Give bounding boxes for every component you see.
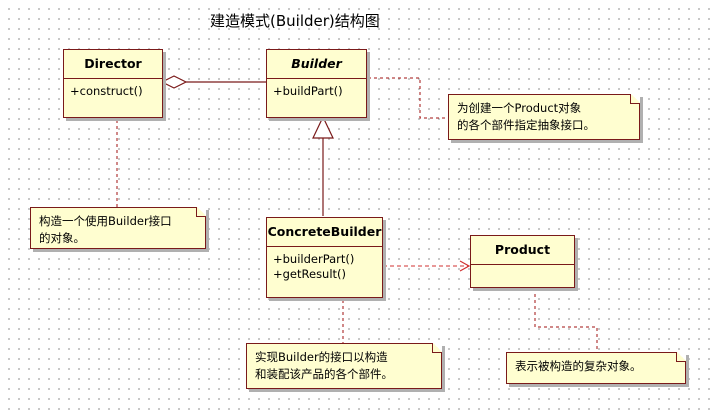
class-name: Product [471,236,574,265]
operation: +buildPart() [273,84,343,98]
note-text-line: 实现Builder的接口以构造 [255,350,388,364]
generalization-arrowhead [312,115,334,139]
dependency-arrowhead [459,260,471,272]
note-concrete-builder[interactable]: 实现Builder的接口以构造 和装配该产品的各个部件。 [246,343,442,389]
note-link-builder [368,77,448,119]
note-text-line: 和装配该产品的各个部件。 [255,367,393,381]
note-fold-corner [196,207,206,217]
class-concrete-builder[interactable]: ConcreteBuilder +builderPart() +getResul… [266,217,383,298]
class-operations: +builderPart() +getResult() [267,247,382,287]
note-product[interactable]: 表示被构造的复杂对象。 [506,352,686,384]
operation: +construct() [70,84,143,98]
note-builder[interactable]: 为创建一个Product对象 的各个部件指定抽象接口。 [448,94,640,140]
operation: +builderPart() [273,252,355,266]
class-name: Builder [267,50,366,79]
note-text-line: 的对象。 [39,231,85,245]
diagram-title: 建造模式(Builder)结构图 [210,12,380,30]
note-text-line: 构造一个使用Builder接口 [39,214,172,228]
note-text-line: 表示被构造的复杂对象。 [515,359,642,373]
class-name: ConcreteBuilder [267,218,382,247]
operation: +getResult() [273,267,347,281]
aggregation-diamond [160,75,188,89]
note-link-product [534,288,598,352]
note-fold-corner [432,343,442,353]
class-name: Director [64,50,162,79]
note-fold-corner [630,94,640,104]
note-text-line: 的各个部件指定抽象接口。 [457,118,595,132]
class-builder[interactable]: Builder +buildPart() [266,49,367,118]
note-director[interactable]: 构造一个使用Builder接口 的对象。 [30,207,206,249]
class-operations: +construct() [64,79,162,104]
class-director[interactable]: Director +construct() [63,49,163,118]
class-operations: +buildPart() [267,79,366,104]
note-fold-corner [676,352,686,362]
class-operations [471,265,574,275]
class-product[interactable]: Product [470,235,575,288]
note-text-line: 为创建一个Product对象 [457,101,582,115]
